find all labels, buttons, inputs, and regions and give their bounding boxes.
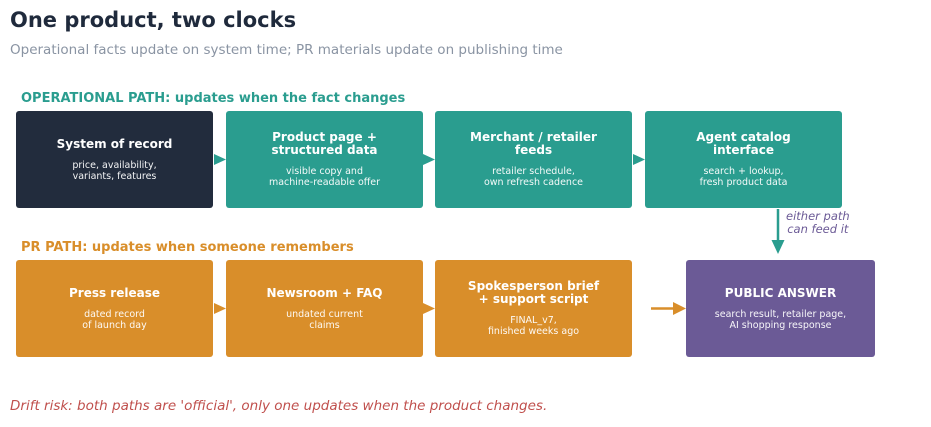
box-subtitle: undated current claims — [286, 308, 363, 331]
arrow-ops-3 — [633, 154, 645, 165]
box-title: Newsroom + FAQ — [266, 285, 383, 300]
drift-risk-footer: Drift risk: both paths are 'official', o… — [10, 398, 548, 414]
box-press-release: Press release dated record of launch day — [16, 260, 213, 357]
pr-path-label: PR PATH: updates when someone remembers — [21, 240, 354, 255]
box-title: PUBLIC ANSWER — [724, 285, 837, 300]
box-subtitle: retailer schedule, own refresh cadence — [483, 166, 584, 188]
arrow-pr-to-public-head — [673, 302, 686, 315]
box-subtitle: visible copy and machine-readable offer — [268, 166, 381, 188]
either-path-note: either path can feed it — [786, 210, 850, 236]
box-title: System of record — [56, 136, 173, 151]
box-merchant-feeds: Merchant / retailer feeds retailer sched… — [435, 111, 632, 208]
box-title: Press release — [68, 285, 160, 300]
box-subtitle: search + lookup, fresh product data — [699, 166, 788, 188]
box-product-page: Product page + structured data visible c… — [226, 111, 423, 208]
box-title: Merchant / retailer feeds — [470, 130, 597, 157]
box-system-of-record: System of record price, availability, va… — [16, 111, 213, 208]
box-subtitle: search result, retailer page, AI shoppin… — [714, 308, 847, 331]
box-title: Agent catalog interface — [696, 130, 791, 157]
arrow-pr-1 — [214, 303, 226, 314]
page-subtitle: Operational facts update on system time;… — [10, 42, 563, 58]
box-subtitle: dated record of launch day — [82, 308, 147, 331]
box-newsroom-faq: Newsroom + FAQ undated current claims — [226, 260, 423, 357]
arrow-catalog-to-public-head — [771, 240, 785, 254]
box-agent-catalog: Agent catalog interface search + lookup,… — [645, 111, 842, 208]
box-subtitle: FINAL_v7, finished weeks ago — [487, 315, 580, 337]
box-spokesperson-brief: Spokesperson brief + support script FINA… — [435, 260, 632, 357]
arrow-ops-2 — [423, 154, 435, 165]
box-public-answer: PUBLIC ANSWER search result, retailer pa… — [686, 260, 875, 357]
arrow-ops-1 — [214, 154, 226, 165]
box-title: Spokesperson brief + support script — [467, 279, 600, 306]
note-text: either path can feed it — [786, 209, 850, 236]
box-title: Product page + structured data — [271, 130, 378, 157]
box-subtitle: price, availability, variants, features — [72, 159, 157, 182]
page-title: One product, two clocks — [10, 8, 297, 32]
arrow-pr-2 — [423, 303, 435, 314]
operational-path-label: OPERATIONAL PATH: updates when the fact … — [21, 91, 406, 106]
